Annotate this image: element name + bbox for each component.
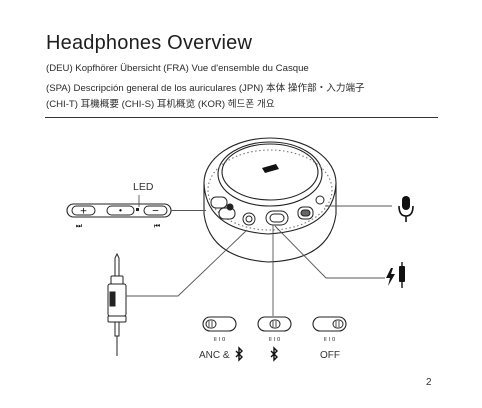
remote-led-dot	[136, 208, 139, 211]
remote-center-glyph: •	[118, 207, 123, 216]
remote-plus-glyph: +	[80, 207, 88, 217]
audio-cable	[108, 254, 126, 356]
bluetooth-icon	[236, 348, 242, 360]
switch-2-ticks: II I 0	[269, 337, 281, 343]
switch-3-label: OFF	[320, 350, 340, 361]
page-number: 2	[426, 377, 432, 388]
switch-state-1	[203, 317, 236, 331]
skip-forward-icon: ⏭	[76, 222, 83, 230]
bluetooth-icon	[271, 348, 277, 360]
switch-3-ticks: II I 0	[324, 337, 336, 343]
skip-back-icon: ⏮	[154, 222, 160, 230]
remote-minus-glyph: −	[152, 207, 160, 217]
switch-1-label: ANC &	[199, 350, 230, 361]
microphone-icon	[399, 196, 413, 222]
lightning-charge-icon	[386, 262, 405, 288]
switch-state-3	[313, 317, 346, 331]
led-label: LED	[133, 181, 154, 193]
switch-state-2	[258, 317, 291, 331]
switch-1-ticks: II I 0	[214, 337, 226, 343]
